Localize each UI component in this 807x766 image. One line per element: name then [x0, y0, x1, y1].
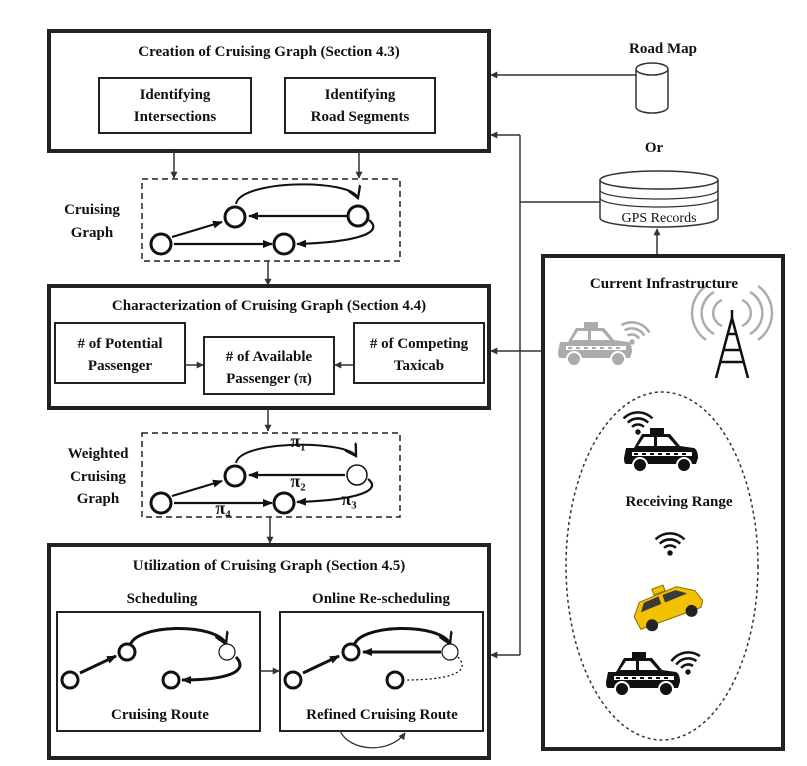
available-passenger-box — [203, 336, 335, 395]
sched-node-1 — [60, 670, 80, 690]
wg-edge-start-to-mid — [171, 479, 223, 498]
wg-node-start — [149, 491, 173, 515]
sched-node-2 — [117, 642, 137, 662]
wg-edge-top-loop — [235, 445, 356, 464]
sched-node-4 — [161, 670, 181, 690]
online-edge-1 — [302, 654, 340, 675]
online-edge-top — [352, 627, 450, 647]
sched-edge-top — [128, 627, 226, 647]
cg-node-right — [346, 204, 370, 228]
online-node-3 — [441, 643, 459, 661]
weighted-graph: π₁ π₂ π₃ π₄ — [149, 431, 374, 518]
cg-edge-right-to-bottom — [296, 219, 375, 248]
or-label: Or — [645, 140, 664, 156]
refined-loop-arrow — [339, 730, 406, 749]
cg-node-bottom — [272, 232, 296, 256]
cg-edge-start-to-mid — [171, 220, 223, 239]
receiving-range-label: Receiving Range — [625, 494, 732, 510]
identifying-road-segments-line2: Road Segments — [311, 109, 410, 125]
pi1-label: π₁ — [290, 431, 305, 451]
creation-section-box — [47, 29, 491, 153]
weighted-graph-box — [141, 432, 401, 518]
gps-records-label: GPS Records — [621, 211, 696, 226]
available-passenger-line1: # of Available — [226, 349, 313, 365]
identifying-intersections-box — [98, 77, 252, 134]
competing-taxicab-box — [353, 322, 485, 384]
road-map-database-icon — [635, 62, 669, 114]
available-passenger-line2: Passenger (π) — [226, 371, 312, 387]
online-node-2 — [341, 642, 361, 662]
online-rescheduling-label: Online Re-scheduling — [312, 591, 450, 607]
sched-node-3 — [218, 643, 236, 661]
wg-node-right — [346, 464, 368, 486]
competing-taxicab-line1: # of Competing — [370, 336, 469, 352]
identifying-intersections-line1: Identifying — [140, 87, 211, 103]
refined-route-label: Refined Cruising Route — [306, 707, 458, 723]
utilization-section-box — [47, 543, 491, 760]
identifying-road-segments-line1: Identifying — [325, 87, 396, 103]
scheduling-route-graph — [60, 627, 242, 690]
cg-edge-top-loop — [235, 183, 358, 205]
utilization-section-title: Utilization of Cruising Graph (Section 4… — [133, 558, 406, 574]
creation-section-title: Creation of Cruising Graph (Section 4.3) — [138, 44, 399, 60]
characterization-section-box — [47, 284, 491, 410]
infrastructure-box — [541, 254, 785, 751]
competing-taxicab-line2: Taxicab — [394, 358, 444, 374]
cruising-route-label: Cruising Route — [111, 707, 209, 723]
pi3-label: π₃ — [341, 489, 357, 509]
infrastructure-title: Current Infrastructure — [590, 276, 739, 292]
identifying-intersections-line2: Intersections — [134, 109, 217, 125]
characterization-section-title: Characterization of Cruising Graph (Sect… — [112, 298, 426, 314]
road-map-label: Road Map — [629, 41, 697, 57]
gps-records-database-icon — [599, 170, 719, 228]
cruising-graph-label-line2: Graph — [71, 225, 114, 241]
weighted-label-line1: Weighted — [68, 446, 129, 462]
identifying-road-segments-box — [284, 77, 436, 134]
cruising-graph — [149, 183, 375, 256]
wifi-icon-top — [622, 411, 654, 436]
potential-passenger-line1: # of Potential — [78, 336, 163, 352]
pi4-label: π₄ — [215, 498, 231, 518]
cruising-graph-label-line1: Cruising — [64, 202, 120, 218]
sched-edge-return — [181, 655, 242, 684]
online-route-graph — [283, 627, 463, 690]
taxi-icon-top — [623, 427, 699, 473]
wg-node-mid — [223, 464, 247, 488]
wg-edge-right-to-bottom — [296, 478, 374, 506]
faded-taxi-icon — [557, 321, 633, 367]
potential-passenger-box — [54, 322, 186, 384]
taxi-icon-bottom — [605, 651, 681, 697]
sched-edge-1 — [79, 654, 117, 675]
wifi-icon-middle — [654, 532, 686, 557]
receiving-range-ellipse — [565, 391, 759, 741]
cell-tower-icon — [690, 284, 774, 379]
online-node-4 — [385, 670, 405, 690]
weighted-label-line2: Cruising — [70, 469, 126, 485]
online-node-1 — [283, 670, 303, 690]
cg-node-start — [149, 232, 173, 256]
scheduling-label: Scheduling — [127, 591, 198, 607]
wg-node-bottom — [272, 491, 296, 515]
weighted-label-line3: Graph — [77, 491, 120, 507]
potential-passenger-line2: Passenger — [88, 358, 152, 374]
online-edge-dotted — [404, 656, 463, 681]
yellow-taxi-icon — [633, 584, 704, 632]
pi2-label: π₂ — [290, 471, 305, 491]
cg-node-mid — [223, 205, 247, 229]
